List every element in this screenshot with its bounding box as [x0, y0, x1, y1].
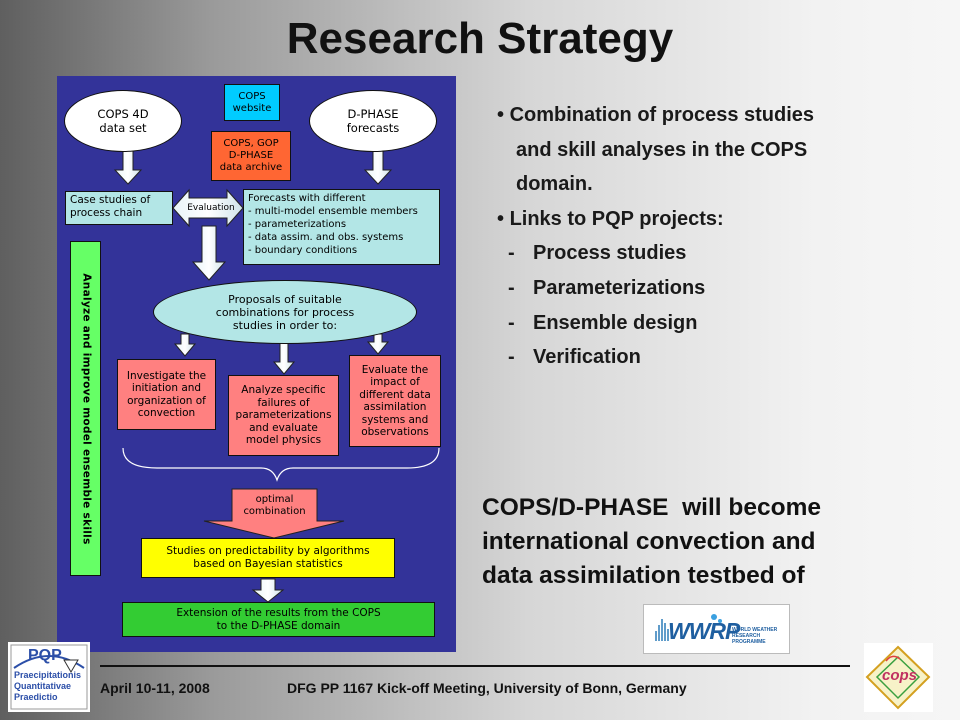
- proposals-ellipse: Proposals of suitable combinations for p…: [153, 280, 417, 344]
- bullet-continuation: domain.: [516, 173, 593, 196]
- side-label-box: Analyze and improve model ensemble skill…: [70, 241, 101, 576]
- cops-website-box: COPS website: [224, 84, 280, 121]
- wwrp-logo: WWRP WORLD WEATHER RESEARCH PROGRAMME: [643, 604, 790, 654]
- sub-bullet-item: -Process studies: [508, 242, 687, 265]
- evaluate-box: Evaluate the impact of different data as…: [349, 355, 441, 447]
- arrow-down-icon: [366, 333, 390, 355]
- dphase-forecasts: D-PHASE forecasts: [309, 90, 437, 152]
- extension-box: Extension of the results from the COPS t…: [122, 602, 435, 637]
- arrow-down-icon: [251, 578, 285, 603]
- cops-logo: cops: [864, 643, 933, 712]
- footer-event: DFG PP 1167 Kick-off Meeting, University…: [287, 680, 687, 696]
- predictability-studies-box: Studies on predictability by algorithms …: [141, 538, 395, 578]
- pqp-logo: PQP Praecipitationis Quantitativae Praed…: [8, 642, 90, 712]
- curly-brace: [122, 447, 440, 482]
- conclusion-text: COPS/D-PHASE will become international c…: [482, 494, 821, 589]
- forecasts-variants-box: Forecasts with different - multi-model e…: [243, 189, 440, 265]
- wwrp-logo-subtext: WORLD WEATHER RESEARCH PROGRAMME: [732, 627, 778, 645]
- sub-bullet-item: -Ensemble design: [508, 311, 698, 334]
- wwrp-logo-text: WWRP: [668, 618, 740, 644]
- bullet-item: • Links to PQP projects:: [497, 207, 724, 230]
- arrow-down-icon: [203, 488, 345, 539]
- arrow-down-icon: [113, 149, 143, 185]
- sub-bullet-item: -Parameterizations: [508, 276, 706, 299]
- research-flowchart: COPS 4D data set COPS website D-PHASE fo…: [57, 76, 456, 652]
- bullet-icon: •: [497, 207, 510, 230]
- sub-bullet-item: -Verification: [508, 346, 641, 369]
- arrow-down-icon: [173, 333, 197, 357]
- pqp-logo-text: PQP: [28, 647, 62, 664]
- footer-date: April 10-11, 2008: [100, 680, 210, 696]
- footer-divider: [100, 665, 850, 667]
- side-label-text: Analyze and improve model ensemble skill…: [79, 272, 92, 545]
- data-archive-box: COPS, GOP D-PHASE data archive: [211, 131, 291, 181]
- slide-title: Research Strategy: [286, 14, 674, 63]
- case-studies-box: Case studies of process chain: [65, 191, 173, 225]
- arrow-down-icon: [363, 149, 393, 185]
- bullet-icon: •: [497, 104, 510, 126]
- cops-logo-text: cops: [882, 667, 918, 684]
- cops-4d-dataset: COPS 4D data set: [64, 90, 182, 152]
- investigate-box: Investigate the initiation and organizat…: [117, 359, 216, 430]
- flowchart-connectors: [113, 149, 440, 603]
- bullet-continuation: and skill analyses in the COPS: [516, 138, 808, 161]
- analyze-box: Analyze specific failures of parameteriz…: [228, 375, 339, 456]
- evaluation-label: Evaluation: [187, 203, 235, 213]
- optimal-combination-label: optimal combination: [243, 494, 306, 517]
- arrow-down-icon: [272, 341, 296, 375]
- pqp-logo-subtext: Praecipitationis Quantitativae Praedicti…: [14, 670, 82, 702]
- arrow-down-icon: [191, 225, 227, 281]
- bullet-item: • Combination of process studies: [497, 104, 815, 126]
- bullet-list: • Combination of process studies and ski…: [497, 98, 947, 375]
